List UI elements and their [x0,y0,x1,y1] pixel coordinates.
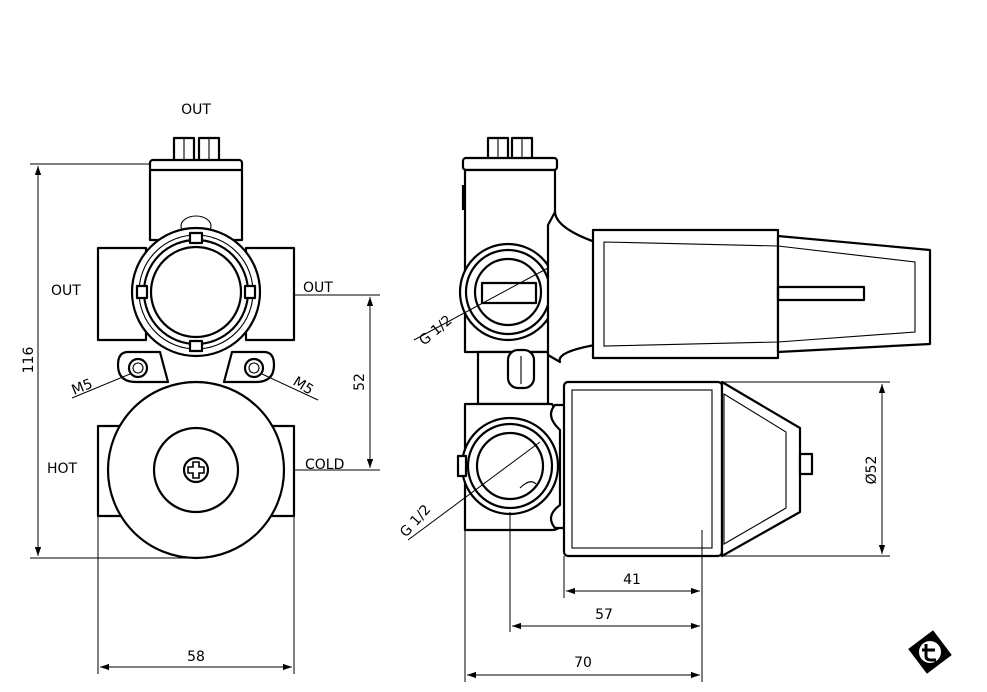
label-m5-right: M5 [290,374,316,399]
m5-left-leader [71,373,131,399]
dimension-diameter-52 [722,381,890,557]
dimension-116 [30,163,196,559]
g12-lower-leader [407,441,541,541]
dim-41-text: 41 [623,572,641,588]
dim-116-text: 116 [21,347,37,374]
thermostatic-handle [549,380,814,558]
label-g12-upper: G 1/2 [416,312,455,349]
m5-right-leader [261,373,319,401]
side-lower-plug [456,454,468,478]
label-out-left: OUT [51,283,81,299]
g12-upper-leader [413,267,549,341]
label-cold: COLD [305,457,344,473]
front-view [96,136,296,560]
dim-diameter-text: Ø52 [864,456,880,485]
mounting-lug-right [222,350,276,384]
label-out-right: OUT [303,280,333,296]
side-top-cap [461,156,559,172]
dimension-41-57-70 [464,512,703,682]
dim-57-text: 57 [595,607,613,623]
side-view [456,136,932,558]
mounting-lug-left [116,350,170,384]
top-outlet-nipples [172,136,221,166]
label-m5-left: M5 [70,376,95,399]
label-out-top: OUT [181,102,211,118]
diverter-cartridge [130,226,262,358]
thermostatic-cartridge [106,380,286,560]
dim-58-text: 58 [187,649,205,665]
dim-70-text: 70 [574,655,592,671]
dimension-58 [97,516,295,674]
label-hot: HOT [47,461,78,477]
side-lower-port [460,416,560,516]
side-upper-port [458,242,558,342]
brand-logo-icon [908,630,952,674]
diverter-handle [546,210,932,364]
dim-52-text: 52 [352,373,368,391]
